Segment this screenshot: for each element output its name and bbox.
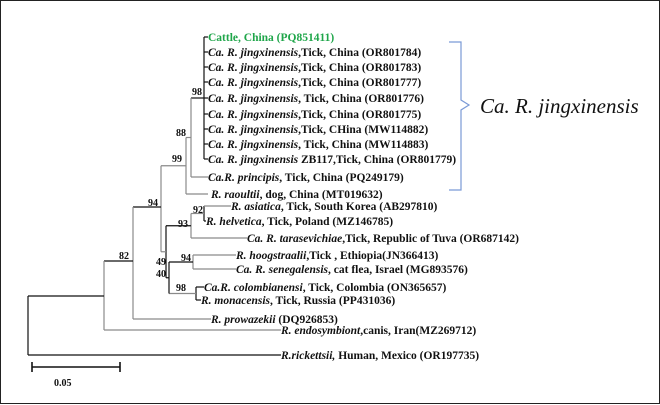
taxon-label: Ca. R. jingxinensis,Tick, China (OR80177… bbox=[208, 109, 421, 121]
taxon-label: Cattle, China (PQ851411) bbox=[208, 32, 334, 44]
taxon-species: R. asiatica bbox=[230, 201, 281, 213]
taxon-label: Ca. R. jingxinensis,Tick, CHina (MW11488… bbox=[208, 124, 428, 136]
taxon-label: R. endosymbiont,canis, Iran(MZ269712) bbox=[280, 325, 476, 337]
taxon-detail: , Tick, Colombia (ON365657) bbox=[303, 282, 447, 294]
taxon-label: R. asiatica, Tick, South Korea (AB297810… bbox=[230, 201, 438, 213]
taxon-detail: ,Tick, China (OR801783) bbox=[298, 62, 421, 74]
bootstrap-value: 49 bbox=[156, 257, 166, 268]
clade-bracket bbox=[449, 41, 471, 191]
taxon-detail: ZB117,Tick, China (OR801779) bbox=[298, 154, 456, 166]
taxon-species: Ca. R. senegalensis bbox=[236, 264, 329, 276]
taxon-species: R. hoogstraalii bbox=[235, 250, 307, 262]
taxon-label: Ca. R. jingxinensis ZB117,Tick, China (O… bbox=[208, 154, 456, 166]
bootstrap-value: 93 bbox=[178, 219, 188, 230]
taxon-label: Ca. R. jingxinensis,Tick, China (OR80178… bbox=[208, 47, 421, 59]
taxon-label: Ca. R. jingxinensis,Tick, China (OR80177… bbox=[208, 77, 421, 89]
taxon-species: Ca. R. jingxinensis bbox=[208, 47, 299, 59]
taxon-detail: , Tick, Poland (MZ146785) bbox=[262, 216, 394, 228]
taxon-species: R. helvetica bbox=[205, 216, 262, 228]
taxon-detail: Human, Mexico (OR197735) bbox=[335, 350, 479, 362]
taxon-detail: , dog, China (MT019632) bbox=[260, 189, 383, 201]
scale-bar-label: 0.05 bbox=[54, 378, 72, 389]
taxon-detail: , Tick, China (MW114883) bbox=[298, 139, 428, 151]
taxon-label: Ca.R. colombianensi, Tick, Colombia (ON3… bbox=[204, 282, 447, 294]
clade-label: Ca. R. jingxinensis bbox=[480, 94, 639, 118]
taxon-labels: Cattle, China (PQ851411) Ca. R. jingxinen… bbox=[200, 32, 519, 362]
taxon-label: R. hoogstraalii,Tick , Ethiopia(JN366413… bbox=[235, 250, 439, 262]
taxon-detail: Cattle, China (PQ851411) bbox=[208, 32, 334, 44]
taxon-species: Ca. R. jingxinensis bbox=[208, 139, 299, 151]
taxon-species: Ca. R. jingxinensis bbox=[208, 62, 299, 74]
taxon-detail: ,Tick, China (OR801775) bbox=[298, 109, 421, 121]
taxon-detail: ,Tick , Ethiopia(JN366413) bbox=[306, 250, 438, 262]
taxon-label: Ca. R. jingxinensis, Tick, China (OR8017… bbox=[208, 93, 424, 105]
taxon-label: R. helvetica, Tick, Poland (MZ146785) bbox=[205, 216, 393, 228]
bootstrap-value: 94 bbox=[181, 253, 191, 264]
bootstrap-value: 88 bbox=[176, 128, 186, 139]
taxon-species: R. endosymbiont bbox=[280, 325, 361, 337]
taxon-label: Ca.R. principis, Tick, China (PQ249179) bbox=[208, 172, 404, 184]
taxon-label: Ca. R. tarasevichiae,Tick, Republic of T… bbox=[247, 233, 519, 245]
tree-branches bbox=[27, 36, 281, 356]
taxon-detail: ,Tick, CHina (MW114882) bbox=[298, 124, 428, 136]
bootstrap-value: 94 bbox=[148, 198, 158, 209]
taxon-species: Ca. R. tarasevichiae bbox=[247, 233, 342, 245]
taxon-label: R. prowazekii (DQ926853) bbox=[210, 314, 338, 326]
taxon-species: R.rickettsii, bbox=[280, 350, 335, 362]
taxon-species: Ca. R. jingxinensis bbox=[208, 93, 299, 105]
taxon-detail: , Tick, China (OR801776) bbox=[298, 93, 424, 105]
bootstrap-value: 92 bbox=[193, 205, 203, 216]
bootstrap-value: 99 bbox=[172, 154, 182, 165]
taxon-label: Ca. R. senegalensis, cat flea, Israel (M… bbox=[236, 264, 468, 276]
taxon-detail: , Tick, South Korea (AB297810) bbox=[281, 201, 438, 213]
taxon-species: R. monacensis bbox=[200, 295, 271, 307]
scale-bar: 0.05 bbox=[31, 362, 121, 389]
taxon-label: R. raoultii, dog, China (MT019632) bbox=[210, 189, 383, 201]
taxon-species: Ca. R. jingxinensis bbox=[208, 124, 299, 136]
bootstrap-value: 82 bbox=[119, 251, 129, 262]
taxon-detail: ,Tick, Republic of Tuva (OR687142) bbox=[342, 233, 519, 245]
taxon-label: R.rickettsii, Human, Mexico (OR197735) bbox=[280, 350, 479, 362]
bootstrap-value: 98 bbox=[176, 283, 186, 294]
taxon-detail: ,Tick, China (OR801784) bbox=[298, 47, 421, 59]
taxon-species: Ca.R. colombianensi bbox=[204, 282, 304, 294]
taxon-detail: , Tick, Russia (PP431036) bbox=[270, 295, 395, 307]
taxon-detail: ,canis, Iran(MZ269712) bbox=[360, 325, 476, 337]
taxon-label: Ca. R. jingxinensis,Tick, China (OR80178… bbox=[208, 62, 421, 74]
taxon-detail: , cat flea, Israel (MG893576) bbox=[328, 264, 468, 276]
taxon-detail: , Tick, China (PQ249179) bbox=[279, 172, 404, 184]
taxon-species: Ca.R. principis bbox=[208, 172, 280, 184]
taxon-species: R. raoultii bbox=[210, 189, 260, 201]
taxon-species: Ca. R. jingxinensis bbox=[208, 77, 299, 89]
taxon-label: Ca. R. jingxinensis, Tick, China (MW1148… bbox=[208, 139, 429, 151]
taxon-detail: (DQ926853) bbox=[276, 314, 338, 326]
bootstrap-value: 98 bbox=[192, 87, 202, 98]
taxon-species: R. prowazekii bbox=[210, 314, 276, 326]
taxon-species: Ca. R. jingxinensis bbox=[208, 109, 299, 121]
taxon-species: Ca. R. jingxinensis bbox=[208, 154, 299, 166]
taxon-label: R. monacensis, Tick, Russia (PP431036) bbox=[200, 295, 395, 307]
taxon-detail: ,Tick, China (OR801777) bbox=[298, 77, 421, 89]
bootstrap-value: 40 bbox=[156, 269, 166, 280]
